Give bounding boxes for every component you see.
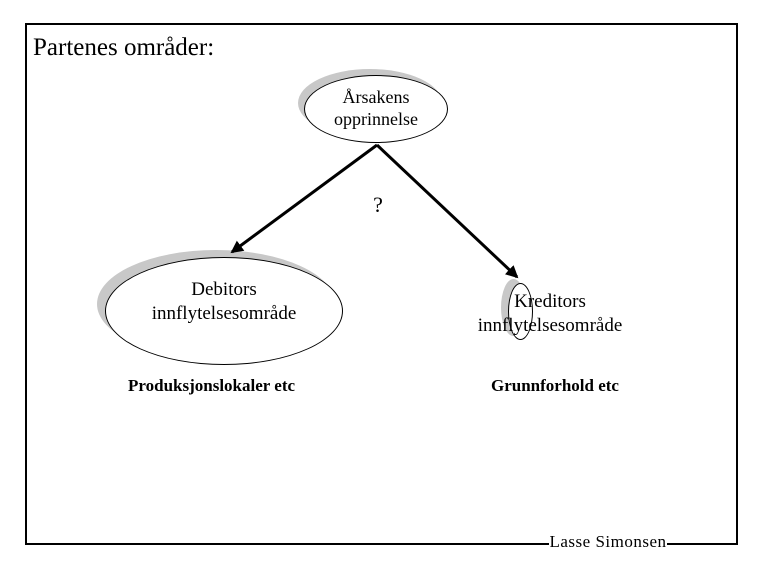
debtor-label-line1: Debitors: [191, 279, 257, 300]
debtor-caption: Produksjonslokaler etc: [128, 376, 296, 395]
creditor-label: Kreditors innflytelsesområde: [462, 290, 638, 338]
creditor-ellipse: [508, 283, 533, 340]
debtor-ellipse: [105, 257, 343, 365]
origin-label-line2: opprinnelse: [334, 109, 418, 129]
debtor-label: Debitors innflytelsesområde: [105, 278, 343, 326]
origin-label-line1: Årsakens: [342, 87, 410, 107]
creditor-caption: Grunnforhold etc: [491, 376, 619, 395]
debtor-label-line2: innflytelsesområde: [151, 303, 297, 324]
page-title: Partenes områder:: [33, 34, 215, 61]
author-signature: Lasse Simonsen: [549, 531, 667, 553]
creditor-label-line2: innflytelsesområde: [477, 315, 623, 336]
creditor-label-line1: Kreditors: [514, 291, 586, 312]
slide-frame: [25, 23, 738, 545]
question-mark: ?: [373, 192, 383, 217]
origin-label: Årsakens opprinnelse: [304, 86, 448, 130]
origin-ellipse: [304, 75, 448, 143]
